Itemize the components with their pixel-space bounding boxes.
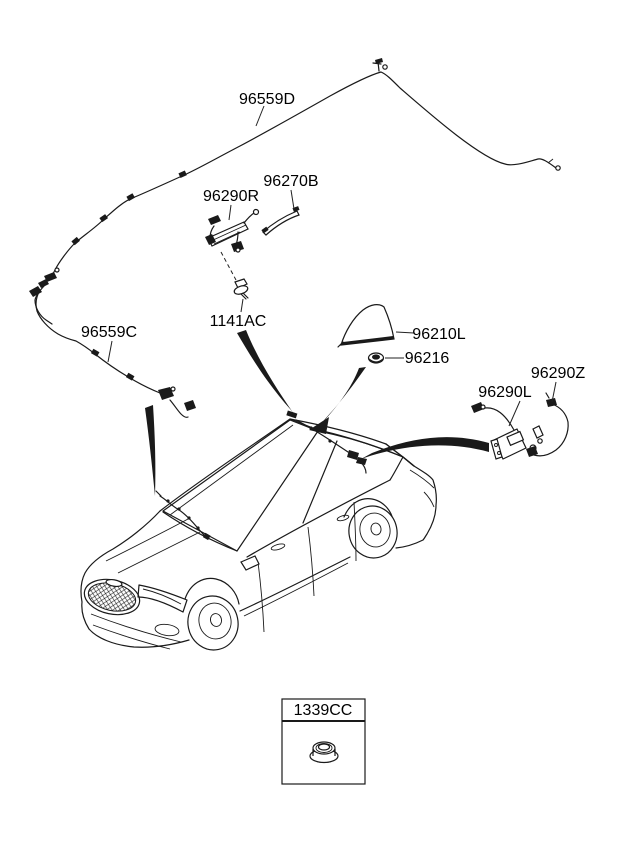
pointer-arrow-rear-shelf	[361, 437, 489, 459]
installed-roof-harness	[286, 410, 367, 474]
rear-feeder-cable-drawing	[526, 392, 569, 457]
leader-lines	[107, 105, 557, 427]
installed-windshield-harness	[155, 490, 211, 541]
trim-strip-drawing	[261, 206, 300, 236]
mounting-nut-drawing	[367, 352, 385, 364]
front-wheel-drawing	[187, 595, 239, 651]
part-label-96559d[interactable]: 96559D	[239, 91, 295, 108]
legend-nut-drawing	[309, 741, 339, 764]
pointer-arrow-windshield	[145, 405, 156, 496]
rear-wheel-drawing	[348, 505, 398, 559]
part-label-96270b[interactable]: 96270B	[263, 173, 318, 190]
car-drawing	[80, 410, 437, 651]
pointer-arrows	[145, 330, 489, 496]
part-label-96290l[interactable]: 96290L	[478, 384, 531, 401]
part-label-96290r[interactable]: 96290R	[203, 188, 259, 205]
part-label-96559c[interactable]: 96559C	[81, 324, 137, 341]
part-label-96210l[interactable]: 96210L	[412, 326, 465, 343]
legend-box	[281, 698, 366, 785]
windshield-feeder-cable-drawing	[29, 279, 196, 418]
front-antenna-amp-drawing	[205, 208, 260, 253]
pointer-arrow-roof-front	[237, 330, 294, 414]
pointer-arrowhead-roof-rear	[309, 417, 329, 434]
part-label-1141ac[interactable]: 1141AC	[210, 313, 267, 330]
rear-antenna-amp-drawing	[471, 402, 544, 460]
roof-feeder-cable-drawing	[34, 58, 561, 325]
part-label-96216[interactable]: 96216	[405, 350, 450, 367]
bolt-drawing	[220, 251, 249, 300]
part-label-96290z[interactable]: 96290Z	[531, 365, 585, 382]
shark-fin-antenna-drawing	[337, 304, 395, 348]
legend-code-label[interactable]: 1339CC	[294, 702, 353, 719]
side-mirror-drawing	[240, 555, 260, 571]
cable-clip-icon	[71, 170, 187, 246]
pointer-arrow-roof-rear	[321, 367, 366, 424]
grille-drawing	[83, 578, 141, 616]
